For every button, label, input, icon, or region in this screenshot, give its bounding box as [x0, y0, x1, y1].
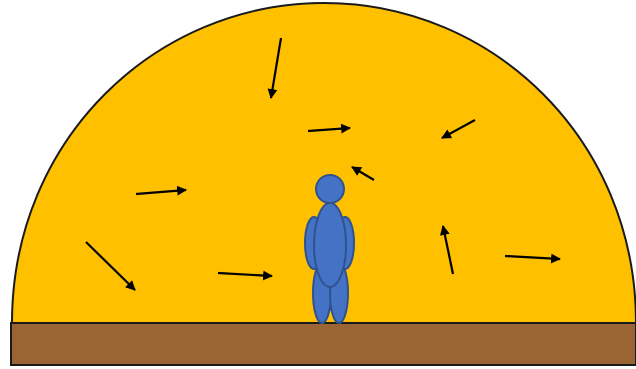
ground	[11, 323, 636, 365]
figure-torso	[314, 203, 346, 287]
figure-head	[316, 175, 344, 203]
